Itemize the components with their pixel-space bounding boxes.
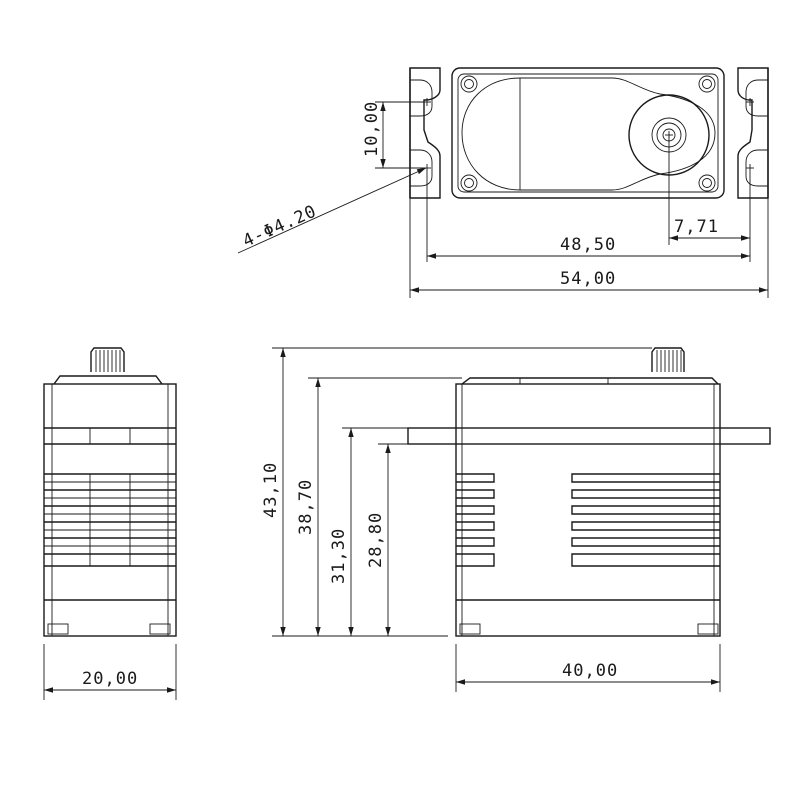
dim-length-label: 40,00	[562, 661, 618, 681]
dim-width: 20,00	[43, 644, 177, 700]
case-screws	[460, 75, 716, 192]
dim-hole-spacing: 10,00	[362, 101, 425, 169]
dim-hole-pitch-label: 48,50	[560, 235, 616, 255]
top-view-case	[451, 67, 725, 199]
dim-body-height: 38,70	[296, 377, 462, 636]
dim-overall-height: 43,10	[261, 347, 652, 637]
mounting-hole-marks	[423, 98, 754, 172]
dim-flange-bottom-height: 28,80	[366, 443, 408, 636]
side-view-flange	[407, 427, 771, 445]
dim-flange-length: 54,00	[409, 198, 769, 298]
side-view-fins-right	[571, 473, 720, 567]
dim-spline-offset-label: 7,71	[674, 217, 719, 237]
end-view-fins	[44, 473, 176, 567]
dim-flange-length-label: 54,00	[560, 269, 616, 289]
dim-flange-top-height-label: 31,30	[329, 528, 349, 584]
dim-hole-pitch: 48,50	[426, 172, 750, 262]
top-view-flange-outline	[409, 67, 441, 199]
side-view-fins-left	[456, 473, 495, 567]
dim-hole-diameter-label: 4-Φ4.20	[240, 201, 320, 251]
end-view: 20,00	[43, 347, 177, 700]
dim-flange-top-height: 31,30	[329, 427, 408, 636]
dim-body-height-label: 38,70	[296, 479, 316, 535]
dim-hole-spacing-label: 10,00	[362, 101, 382, 157]
dim-width-label: 20,00	[82, 669, 138, 689]
dim-hole-diameter: 4-Φ4.20	[237, 167, 427, 254]
top-cover-outline	[519, 77, 716, 191]
dim-spline-offset: 7,71	[668, 135, 751, 262]
dim-length: 40,00	[455, 644, 721, 692]
side-view: 40,00 43,10 38,70 31,30 28,80	[261, 347, 771, 692]
top-view-flange-right	[737, 67, 769, 199]
end-view-body	[43, 383, 177, 637]
dim-overall-height-label: 43,10	[261, 462, 281, 518]
dim-flange-bottom-height-label: 28,80	[366, 512, 386, 568]
top-view: 10,00 4-Φ4.20 7,71 48,50 54,00	[237, 67, 769, 298]
side-view-body	[455, 383, 721, 637]
